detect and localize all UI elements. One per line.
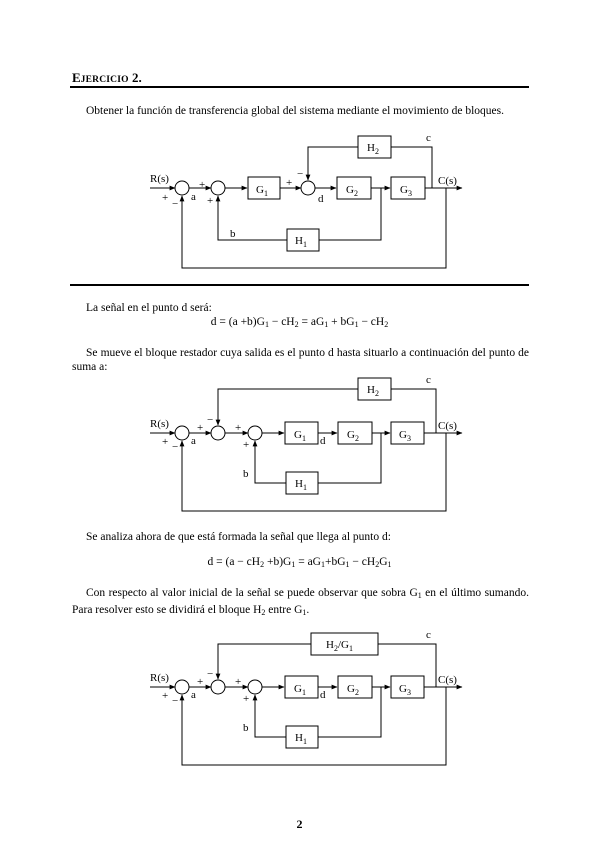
block-H1: H1 — [295, 732, 307, 746]
svg-text:R(s): R(s) — [150, 418, 169, 430]
block-diagram-3: R(s) + − a + − + + G1 d G2 G3 C(s) H2/G1… — [150, 629, 463, 766]
section-rule — [70, 284, 529, 286]
page-number: 2 — [296, 817, 303, 831]
svg-text:+: + — [235, 676, 241, 688]
block-H2: H2 — [367, 142, 379, 156]
block-diagram-1: R(s) + − a + + G1 + − d G2 G3 C(s) H2 c … — [150, 132, 463, 269]
svg-text:+: + — [199, 179, 205, 191]
svg-text:+: + — [235, 422, 241, 434]
heading-initial: E — [72, 70, 81, 85]
equation-2: d = (a − cH2 +b)G1 = aG1+bG1 − cH2G1 — [207, 556, 392, 569]
intro-text: Obtener la función de transferencia glob… — [86, 105, 505, 117]
label-b: b — [230, 228, 236, 240]
svg-text:C(s): C(s) — [438, 674, 457, 686]
heading-rest: JERCICIO — [80, 75, 129, 85]
exercise-heading: EJERCICIO 2. — [72, 70, 142, 86]
block-G1: G1 — [256, 184, 268, 198]
block-H1: H1 — [295, 235, 307, 249]
paragraph-3: Se analiza ahora de que está formada la … — [86, 531, 391, 543]
paragraph-2: Se mueve el bloque restador cuya salida … — [72, 347, 529, 373]
svg-text:+: + — [197, 676, 203, 688]
svg-text:+: + — [286, 177, 292, 189]
svg-text:+: + — [197, 422, 203, 434]
svg-text:−: − — [207, 414, 213, 426]
svg-text:+: + — [243, 439, 249, 451]
block-G1: G1 — [294, 683, 306, 697]
label-d: d — [318, 193, 324, 205]
heading-number: 2. — [128, 70, 142, 85]
label-a: a — [191, 191, 196, 203]
block-G3: G3 — [399, 683, 411, 697]
svg-text:−: − — [207, 668, 213, 680]
block-H1: H1 — [295, 478, 307, 492]
block-G3: G3 — [399, 429, 411, 443]
svg-text:+: + — [207, 195, 213, 207]
svg-text:+: + — [162, 690, 168, 702]
paragraph-1: La señal en el punto d será: — [86, 302, 212, 314]
svg-text:c: c — [426, 629, 431, 641]
svg-text:−: − — [297, 168, 303, 180]
svg-text:d: d — [320, 689, 326, 701]
heading-rule — [70, 86, 529, 88]
block-G2: G2 — [346, 184, 358, 198]
svg-text:+: + — [243, 693, 249, 705]
svg-text:R(s): R(s) — [150, 672, 169, 684]
label-R: R(s) — [150, 173, 169, 185]
block-G2: G2 — [347, 683, 359, 697]
svg-text:c: c — [426, 374, 431, 386]
svg-text:+: + — [162, 192, 168, 204]
svg-text:a: a — [191, 689, 196, 701]
svg-text:+: + — [162, 436, 168, 448]
block-G3: G3 — [400, 184, 412, 198]
label-c: c — [426, 132, 431, 144]
svg-text:b: b — [243, 468, 249, 480]
block-H2-over-G1: H2/G1 — [326, 639, 353, 653]
block-H2: H2 — [367, 384, 379, 398]
svg-text:C(s): C(s) — [438, 420, 457, 432]
svg-text:−: − — [172, 198, 178, 210]
svg-text:d: d — [320, 435, 326, 447]
svg-text:−: − — [172, 441, 178, 453]
block-diagram-2: R(s) + − a + − + + G1 d G2 G3 C(s) H2 c … — [150, 374, 463, 512]
svg-text:−: − — [172, 695, 178, 707]
svg-text:a: a — [191, 435, 196, 447]
block-G1: G1 — [294, 429, 306, 443]
svg-text:b: b — [243, 722, 249, 734]
equation-1: d = (a +b)G1 − cH2 = aG1 + bG1 − cH2 — [210, 316, 389, 329]
paragraph-4: Con respecto al valor inicial de la seña… — [72, 587, 529, 617]
label-C: C(s) — [438, 175, 457, 187]
block-G2: G2 — [347, 429, 359, 443]
